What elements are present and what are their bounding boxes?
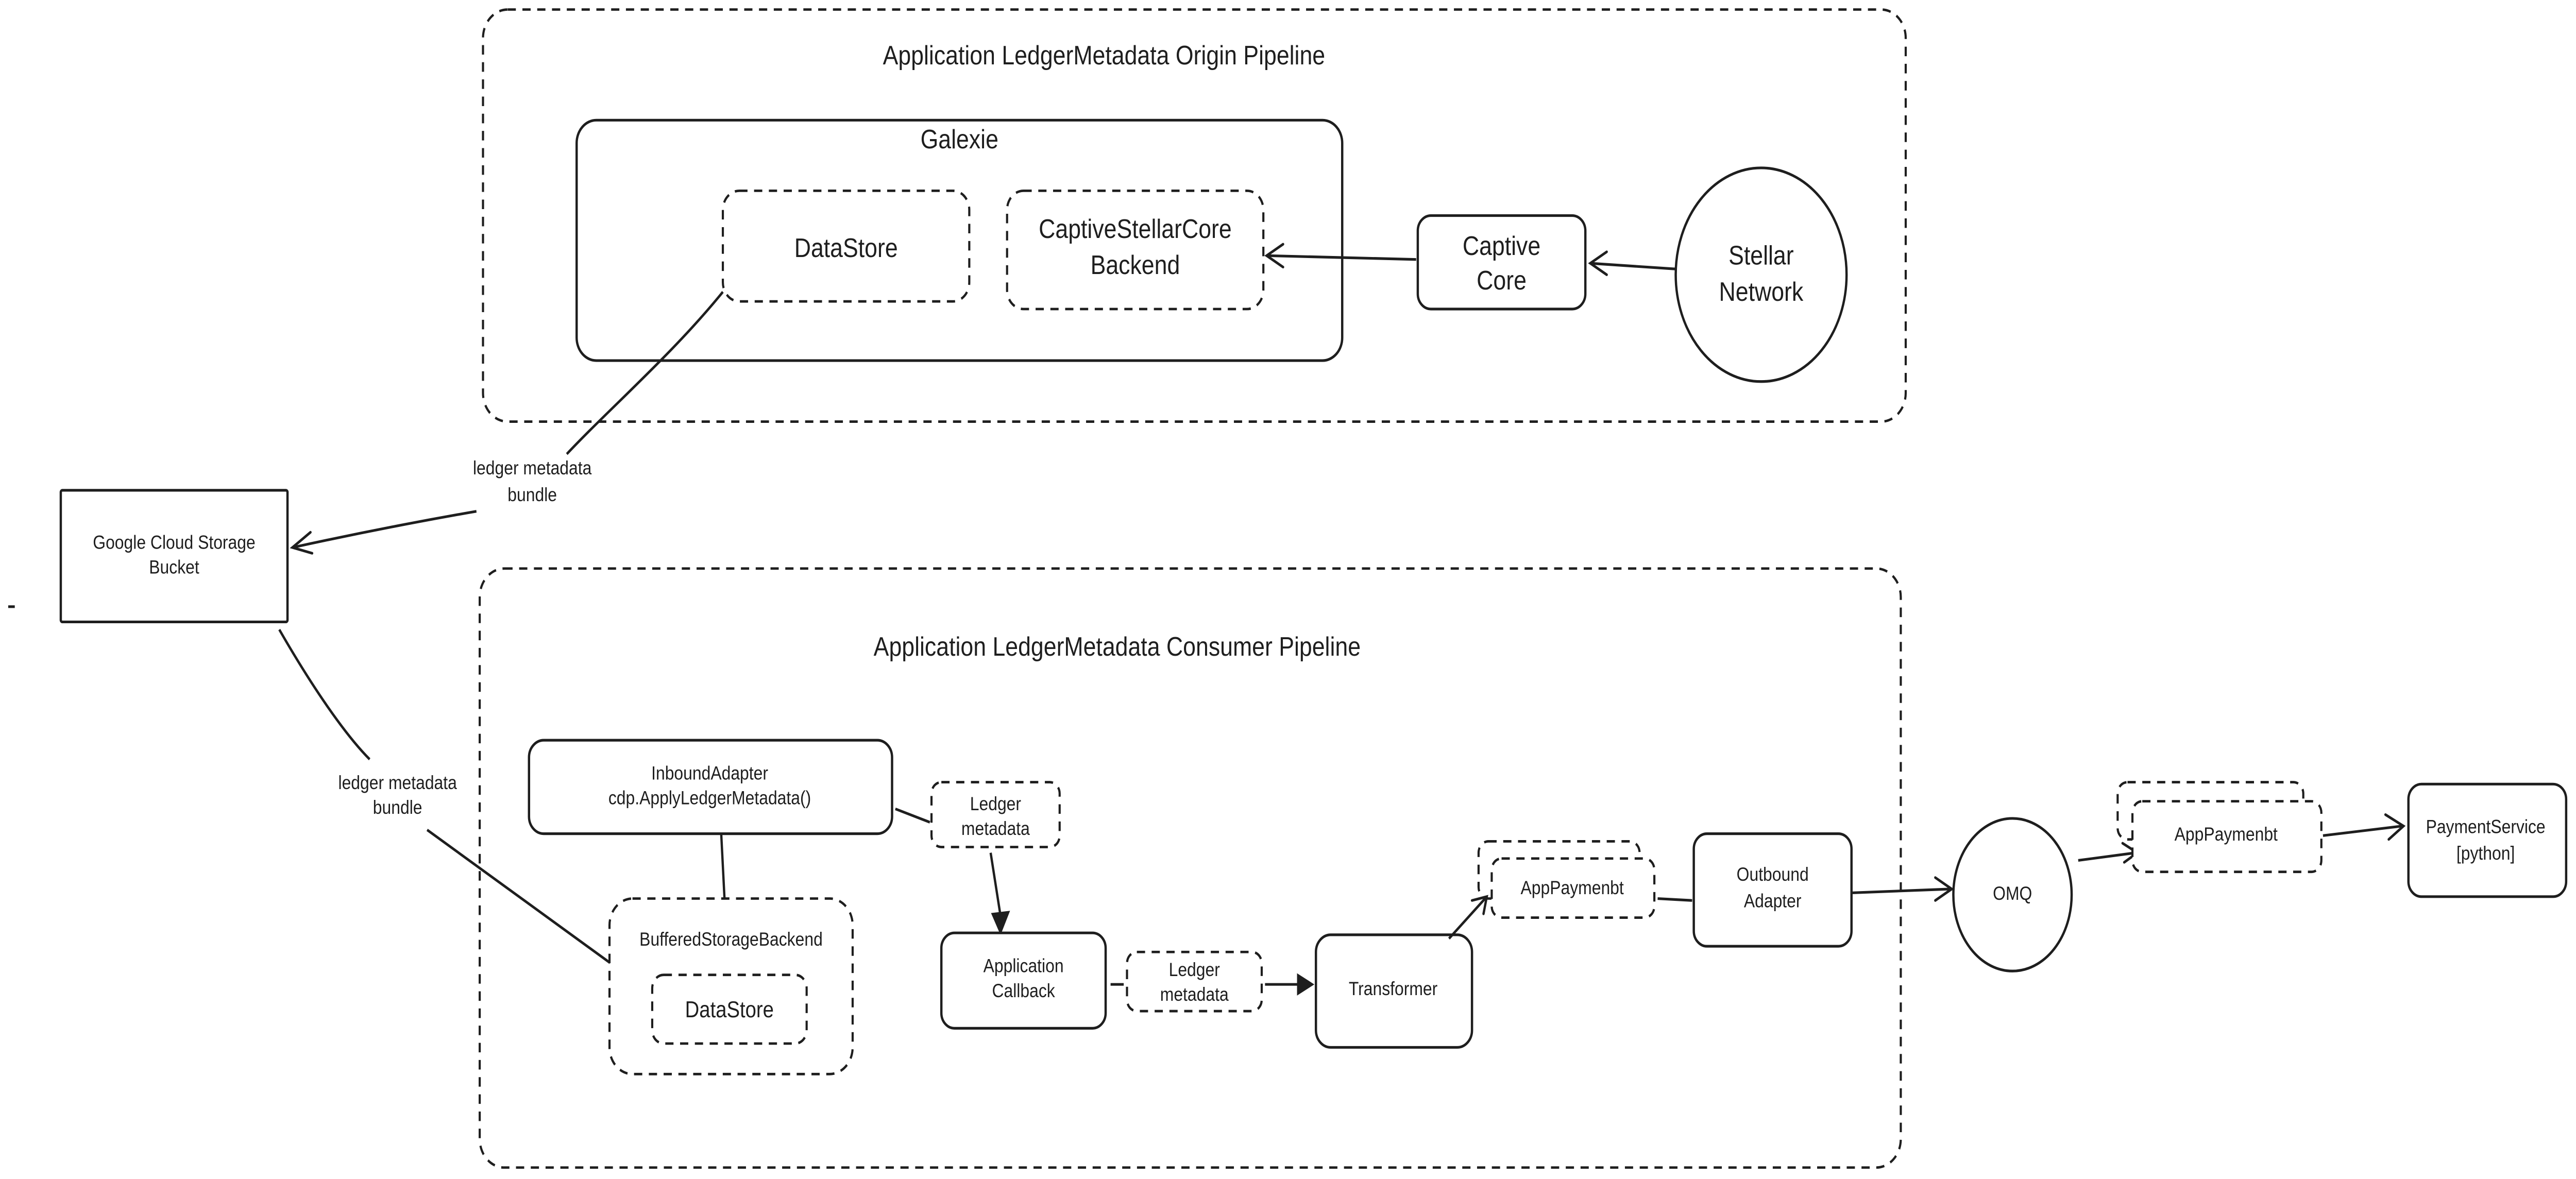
transformer-label: Transformer [1349, 979, 1437, 1000]
stellar-network-line1: Stellar [1728, 241, 1794, 271]
gcs-bucket-line1: Google Cloud Storage [93, 532, 255, 553]
ledger-metadata-1-line1: Ledger [970, 794, 1021, 815]
upload-label-line1: ledger metadata [473, 458, 592, 479]
transformer[interactable]: Transformer [1314, 933, 1473, 1049]
arrow-network-to-captive-core [1588, 250, 1676, 276]
captive-stellar-core-backend[interactable]: CaptiveStellarCore Backend [1006, 189, 1265, 311]
outbound-adapter-line2: Adapter [1744, 891, 1802, 912]
arrow-ledger-metadata-to-transformer [1265, 973, 1315, 996]
origin-pipeline-group[interactable]: Application LedgerMetadata Origin Pipeli… [482, 8, 1907, 423]
connector-inbound-to-buffered [720, 833, 726, 899]
ledger-metadata-1[interactable]: Ledger metadata [930, 781, 1061, 848]
payment-service-line1: PaymentService [2426, 816, 2546, 838]
galexie-title: Galexie [921, 125, 998, 155]
gcs-bucket-line2: Bucket [149, 557, 199, 578]
galexie-datastore-label: DataStore [794, 233, 898, 263]
consumer-pipeline-group[interactable]: Application LedgerMetadata Consumer Pipe… [479, 567, 1902, 1169]
captive-core-line2: Core [1477, 266, 1527, 296]
outbound-adapter-line1: Outbound [1737, 864, 1809, 885]
payment-service-line2: [python] [2456, 843, 2515, 864]
arrow-datastore-to-gcs [290, 291, 724, 555]
stellar-network-node[interactable]: Stellar Network [1674, 166, 1848, 383]
buffered-datastore-label: DataStore [685, 996, 774, 1022]
arrow-omq-to-app-payment [2078, 842, 2140, 864]
omq-node[interactable]: OMQ [1952, 817, 2073, 972]
consumer-pipeline-frame [479, 567, 1902, 1169]
connector-app-payment-to-outbound [1657, 897, 1692, 902]
galexie-datastore[interactable]: DataStore [721, 189, 971, 303]
gcs-bucket[interactable]: Google Cloud Storage Bucket [59, 489, 289, 624]
app-payment-2[interactable]: AppPaymenbt [2116, 781, 2323, 874]
outbound-adapter[interactable]: Outbound Adapter [1692, 832, 1853, 948]
download-label-line2: bundle [373, 797, 422, 818]
inbound-adapter-line1: InboundAdapter [651, 763, 768, 784]
inbound-adapter-line2: cdp.ApplyLedgerMetadata() [608, 788, 811, 809]
consumer-pipeline-title: Application LedgerMetadata Consumer Pipe… [874, 632, 1361, 662]
backend-label-line2: Backend [1091, 250, 1180, 280]
application-callback[interactable]: Application Callback [940, 931, 1107, 1030]
app-payment-2-label: AppPaymenbt [2175, 824, 2278, 845]
app-payment-1-label: AppPaymenbt [1521, 878, 1624, 899]
payment-service[interactable]: PaymentService [python] [2407, 782, 2568, 898]
arrow-ledger-metadata-to-callback [989, 852, 1010, 935]
arrow-outbound-to-omq [1851, 876, 1954, 902]
arrow-transformer-to-app-payment [1448, 895, 1488, 940]
upload-label-line2: bundle [507, 485, 557, 506]
backend-label-line1: CaptiveStellarCore [1039, 214, 1232, 244]
app-payment-1[interactable]: AppPaymenbt [1477, 840, 1656, 919]
connector-inbound-to-ledger-metadata [895, 807, 930, 824]
omq-label: OMQ [1993, 883, 2032, 904]
application-callback-line1: Application [984, 955, 1064, 977]
inbound-adapter[interactable]: InboundAdapter cdp.ApplyLedgerMetadata() [528, 739, 893, 835]
captive-core-box[interactable]: Captive Core [1416, 214, 1587, 311]
arrow-captive-core-to-backend [1264, 243, 1416, 269]
ledger-metadata-2-line2: metadata [1160, 984, 1229, 1005]
ledger-metadata-1-line2: metadata [961, 818, 1030, 840]
origin-pipeline-title: Application LedgerMetadata Origin Pipeli… [883, 41, 1326, 71]
download-label-line1: ledger metadata [338, 773, 457, 794]
stellar-network-line2: Network [1719, 277, 1804, 307]
ledger-metadata-2[interactable]: Ledger metadata [1126, 950, 1263, 1013]
ledger-metadata-2-line1: Ledger [1169, 960, 1220, 981]
buffered-storage-backend-label: BufferedStorageBackend [639, 929, 823, 950]
application-callback-line2: Callback [992, 981, 1055, 1002]
arrow-app-payment-to-payment-service [2323, 813, 2406, 841]
captive-core-line1: Captive [1463, 231, 1540, 261]
buffered-datastore[interactable]: DataStore [651, 973, 808, 1045]
